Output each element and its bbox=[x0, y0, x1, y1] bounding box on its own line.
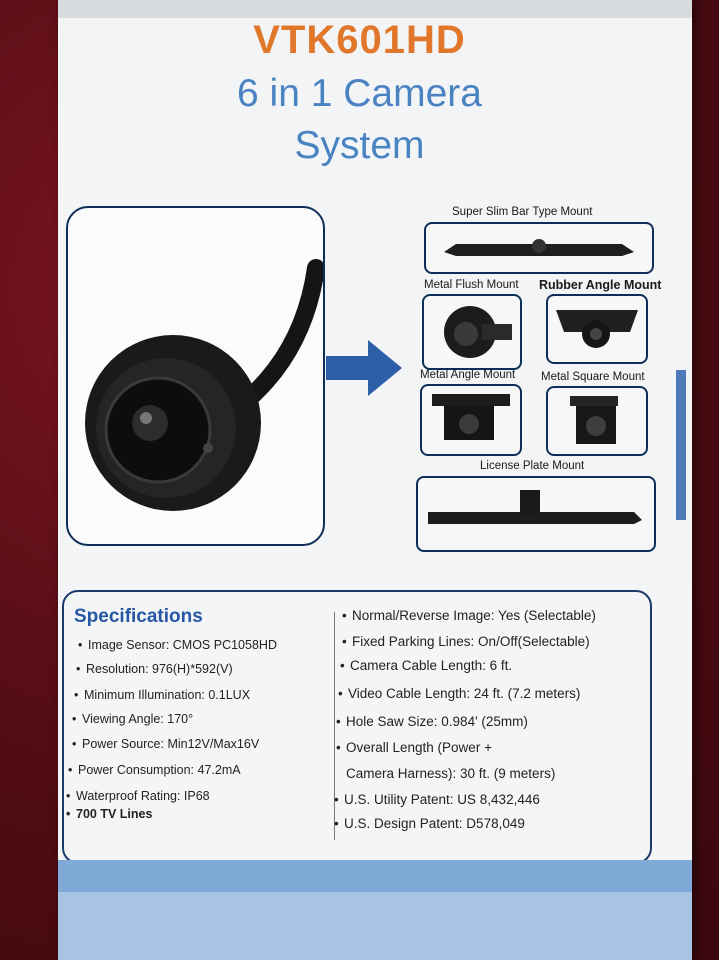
product-subtitle-line1: 6 in 1 Camera bbox=[237, 72, 482, 115]
spec-left-item: •700 TV Lines bbox=[66, 807, 153, 821]
model-number: VTK601HD bbox=[253, 18, 466, 62]
camera-photo bbox=[66, 206, 325, 546]
spec-right-item: •Video Cable Length: 24 ft. (7.2 meters) bbox=[338, 686, 581, 701]
spec-right-item: •Fixed Parking Lines: On/Off(Selectable) bbox=[342, 634, 590, 649]
mount-super-slim-bar bbox=[424, 222, 654, 274]
mount-label-super-slim: Super Slim Bar Type Mount bbox=[452, 206, 593, 218]
spec-left-item: •Waterproof Rating: IP68 bbox=[66, 789, 210, 803]
mount-rubber-angle bbox=[546, 294, 648, 364]
spec-right-item: •U.S. Design Patent: D578,049 bbox=[334, 816, 525, 831]
specifications-divider bbox=[334, 612, 335, 840]
flush-mount-icon bbox=[444, 306, 512, 358]
angle-mount-icon bbox=[432, 394, 510, 440]
spec-left-item: •Viewing Angle: 170° bbox=[72, 712, 194, 726]
box-bottom-band-light bbox=[58, 892, 692, 960]
bar-mount-icon bbox=[444, 239, 634, 256]
spec-left-item: •Power Consumption: 47.2mA bbox=[68, 763, 241, 777]
license-plate-mount-icon bbox=[428, 490, 642, 524]
mount-metal-angle bbox=[420, 384, 522, 456]
spec-right-item: •U.S. Utility Patent: US 8,432,446 bbox=[334, 792, 540, 807]
spec-right-item: •Overall Length (Power + bbox=[336, 740, 492, 755]
box-side-stripe bbox=[676, 370, 686, 520]
mount-label-rubber-angle: Rubber Angle Mount bbox=[539, 278, 662, 292]
mount-metal-square bbox=[546, 386, 648, 456]
spec-right-item: •Hole Saw Size: 0.984' (25mm) bbox=[336, 714, 528, 729]
mount-metal-flush bbox=[422, 294, 522, 370]
mount-label-metal-square: Metal Square Mount bbox=[541, 371, 645, 383]
spec-right-item-continued: Camera Harness): 30 ft. (9 meters) bbox=[346, 766, 556, 781]
mount-license-plate bbox=[416, 476, 656, 552]
spec-left-item: •Image Sensor: CMOS PC1058HD bbox=[78, 638, 277, 652]
mount-label-license-plate: License Plate Mount bbox=[480, 460, 585, 472]
specifications-panel bbox=[58, 585, 692, 890]
spec-right-item: •Camera Cable Length: 6 ft. bbox=[340, 658, 513, 673]
spec-left-item: •Power Source: Min12V/Max16V bbox=[72, 737, 260, 751]
spec-left-item: •Resolution: 976(H)*592(V) bbox=[76, 662, 233, 676]
rubber-mount-icon bbox=[556, 310, 638, 348]
spec-right-item: •Normal/Reverse Image: Yes (Selectable) bbox=[342, 608, 596, 623]
product-subtitle-line2: System bbox=[294, 124, 425, 167]
mount-label-metal-flush: Metal Flush Mount bbox=[424, 279, 519, 291]
mount-label-metal-angle: Metal Angle Mount bbox=[420, 369, 516, 381]
square-mount-icon bbox=[570, 396, 618, 444]
arrow-right-icon bbox=[326, 340, 402, 396]
box-top-edge bbox=[58, 0, 692, 18]
camera-illustration bbox=[85, 259, 323, 511]
spec-left-item: •Minimum Illumination: 0.1LUX bbox=[74, 688, 251, 702]
specifications-title: Specifications bbox=[74, 606, 203, 627]
